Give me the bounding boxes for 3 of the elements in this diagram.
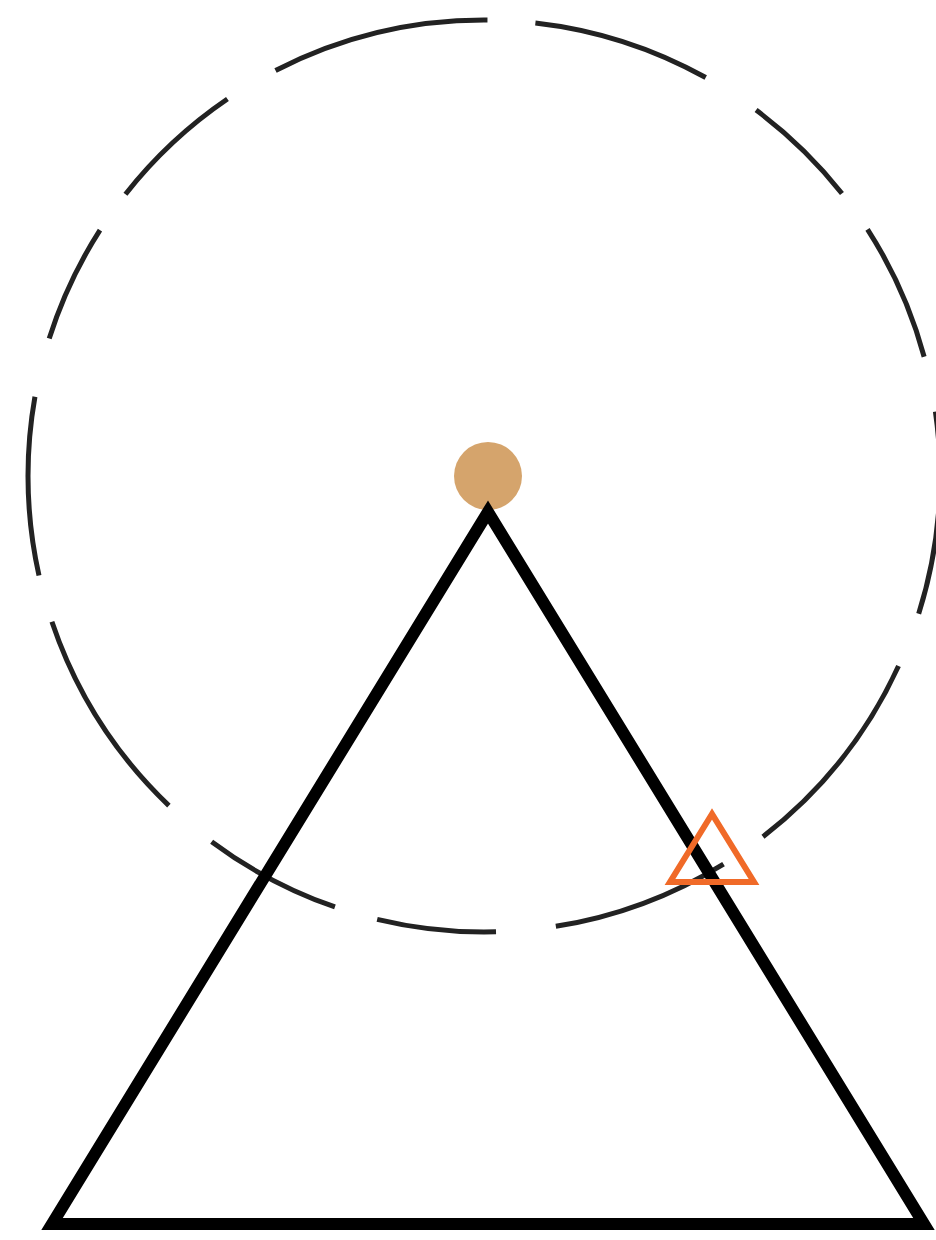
large-triangle <box>41 500 935 1230</box>
dot <box>454 442 522 510</box>
small-triangle <box>664 808 760 885</box>
